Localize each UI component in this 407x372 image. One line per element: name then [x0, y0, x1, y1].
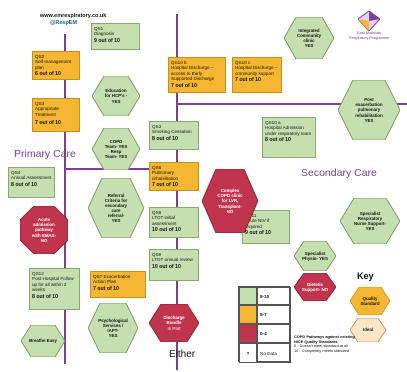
key-ideal-hexagon: Ideal	[350, 318, 386, 342]
key-note-3: 0 - Doesn't meet standard at all	[294, 343, 348, 349]
key-note-4: 10 - Completely meets standard	[294, 348, 350, 354]
legend-range-8-10: 8-10	[257, 287, 291, 305]
legend-range-0-4: 0-4	[257, 324, 291, 343]
legend-swatch-green	[239, 287, 257, 305]
legend-swatch-orange	[239, 305, 257, 324]
either-label: Either	[169, 349, 196, 360]
legend-nodata-symbol: ?	[239, 343, 257, 363]
hexagon-shape-icon	[340, 198, 400, 244]
key-note-2: NICE Quality Standards	[294, 338, 338, 344]
logo-line1: East Midlands	[357, 31, 381, 35]
hexagon-shape-icon	[338, 80, 400, 140]
hexagon-shape-icon	[21, 325, 65, 357]
key-note-1: COPD Pathways against existing	[294, 334, 355, 339]
hexagon-shape-icon	[88, 178, 144, 238]
key-legend-table: 8-10 5-7 0-4 ? No Data	[238, 286, 291, 363]
hexagon-shape-icon	[92, 128, 140, 170]
key-notes: COPD Pathways against existing NICE Qual…	[294, 334, 384, 354]
kite-logo-icon	[358, 11, 380, 31]
legend-swatch-red	[239, 324, 257, 343]
twitter-handle[interactable]: @RespEM	[50, 19, 78, 26]
secondary-care-label: Secondary Care	[301, 167, 377, 179]
legend-range-5-7: 5-7	[257, 305, 291, 324]
main-vertical-line	[176, 14, 178, 370]
hexagon-shape-icon	[284, 17, 334, 59]
hexagon-shape-icon	[202, 169, 258, 233]
legend-nodata-label: No Data	[257, 343, 291, 363]
hexagon-shape-icon	[92, 76, 140, 116]
hexagon-shape-icon	[350, 318, 386, 342]
breathe-easy-hexagon: Breathe Easy	[21, 325, 65, 357]
hexagon-shape-icon	[88, 303, 138, 353]
primary-care-label: Primary Care	[14, 148, 76, 160]
website-link[interactable]: www.emrespiratory.co.uk	[40, 13, 107, 19]
primary-vertical-line	[64, 34, 66, 364]
hexagon-shape-icon	[294, 241, 336, 271]
hexagon-shape-icon	[350, 287, 390, 315]
octagon-shape-icon	[20, 206, 68, 254]
key-title: Key	[357, 271, 374, 281]
hexagon-shape-icon	[149, 304, 199, 342]
hexagon-shape-icon	[294, 273, 336, 301]
programme-logo: East Midlands Respiratory Programme	[340, 11, 398, 41]
logo-line2: Respiratory Programme	[348, 35, 390, 40]
header: www.emrespiratory.co.uk @RespEM	[40, 13, 130, 26]
secondary-horizontal-line	[176, 103, 407, 105]
